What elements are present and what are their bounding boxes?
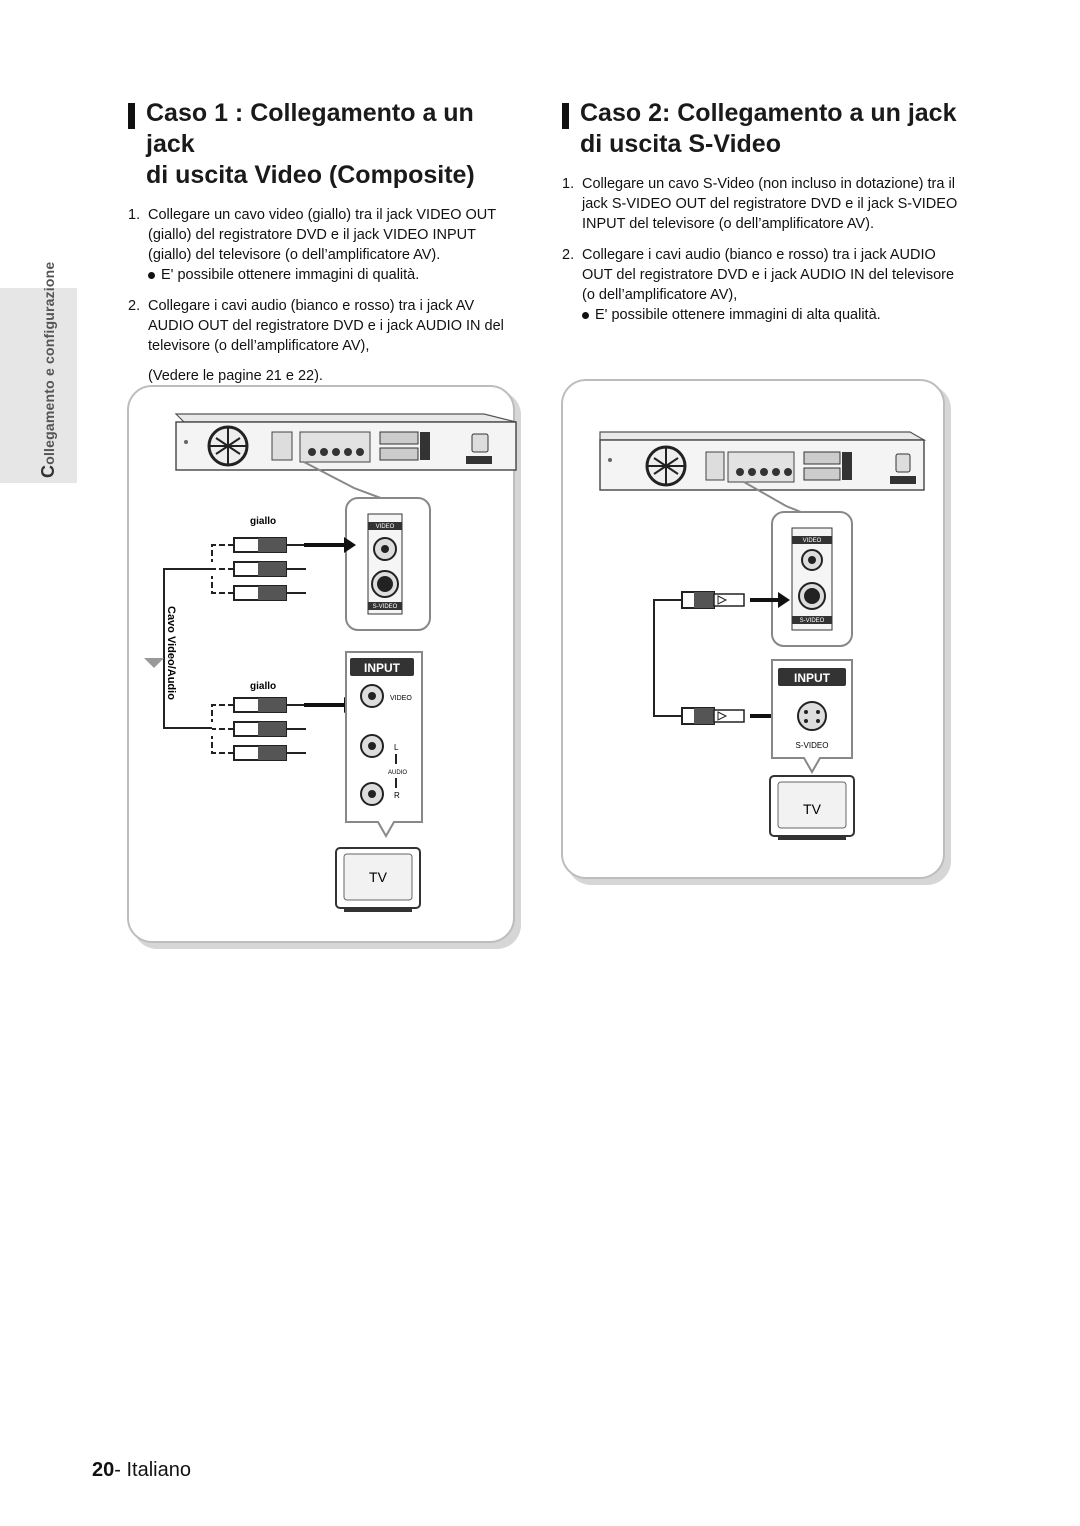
case2-step1: 1. Collegare un cavo S-Video (non inclus… — [562, 176, 958, 232]
cable-label: Cavo Video/Audio — [165, 606, 177, 700]
footer-language: Italiano — [120, 1459, 191, 1481]
input-r-label: R — [394, 791, 400, 800]
input-badge: INPUT — [364, 661, 401, 675]
av-cable-bottom — [211, 697, 306, 761]
tv-icon: TV — [769, 775, 855, 840]
tv-icon: TV — [335, 847, 421, 912]
input-svideo-label: S-VIDEO — [796, 741, 829, 750]
page-footer: 20- Italiano — [92, 1459, 191, 1481]
case1-step1: 1. Collegare un cavo video (giallo) tra … — [128, 205, 520, 285]
av-cable-top — [211, 537, 306, 601]
case1-step1-bullet: E' possibile ottenere immagini di qualit… — [148, 265, 520, 285]
case1-steps: 1. Collegare un cavo video (giallo) tra … — [128, 205, 520, 386]
svideo-cable — [653, 591, 745, 725]
side-tab-label: Collegamento e configurazione — [38, 261, 58, 478]
case1-diagram: VIDEO S-VIDEO giallo Cavo Video/Audio gi… — [127, 385, 521, 949]
label-giallo-top: giallo — [250, 516, 276, 527]
jack-svideo-label: S-VIDEO — [800, 618, 825, 624]
page-number: 20 — [92, 1459, 115, 1481]
tv-label: TV — [803, 801, 822, 817]
jack-svideo-label: S-VIDEO — [373, 604, 398, 610]
input-l-label: L — [394, 743, 399, 752]
case2-diagram: VIDEO S-VIDEO INPUT S-VIDEO TV — [561, 379, 951, 885]
input-badge: INPUT — [794, 671, 831, 685]
case2-steps: 1. Collegare un cavo S-Video (non inclus… — [562, 174, 960, 325]
tv-label: TV — [369, 869, 388, 885]
section-side-tab: Collegamento e configurazione — [0, 262, 77, 483]
case1-step2-note: (Vedere le pagine 21 e 22). — [148, 368, 323, 384]
case2-step2: 2. Collegare i cavi audio (bianco e ross… — [562, 245, 960, 325]
heading-bar — [128, 103, 135, 129]
heading-bar — [562, 103, 569, 129]
case2-step2-bullet: E' possibile ottenere immagini di alta q… — [582, 305, 960, 325]
input-audio-label: AUDIO — [388, 770, 407, 776]
input-video-label: VIDEO — [390, 695, 412, 702]
case1-step2: 2. Collegare i cavi audio (bianco e ross… — [128, 296, 520, 386]
jack-video-label: VIDEO — [803, 538, 822, 544]
label-giallo-bottom: giallo — [250, 681, 276, 692]
jack-video-label: VIDEO — [376, 524, 395, 530]
dvd-recorder-rear-panel — [599, 431, 927, 491]
dvd-recorder-rear-panel — [174, 413, 517, 471]
